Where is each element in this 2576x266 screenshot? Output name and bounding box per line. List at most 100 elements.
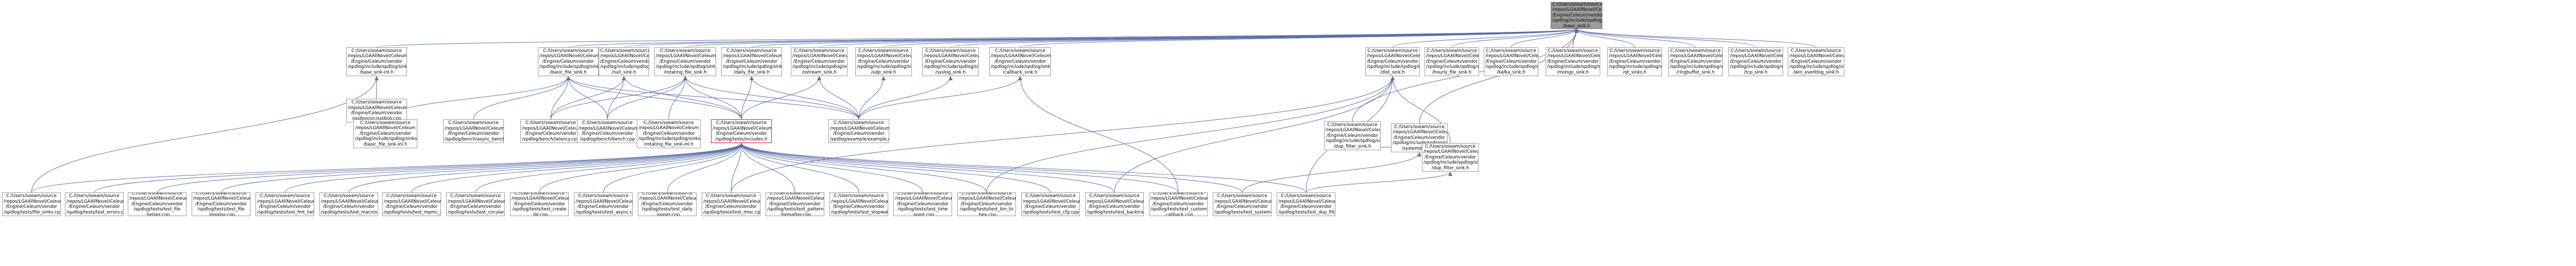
node-label-line: /Engine/Celeum/vendor (131, 201, 183, 207)
node-label-line: /Engine/Celeum/vendor (1547, 59, 1599, 64)
graph-node-qt[interactable]: C:/Users/soeam/source/repos/LGAAllNovel/… (1607, 47, 1662, 76)
graph-node-t-daily-logger[interactable]: C:/Users/soeam/source/repos/LGAAllNovel/… (638, 192, 697, 216)
graph-node-t-create-dir[interactable]: C:/Users/soeam/source/repos/LGAAllNovel/… (510, 192, 569, 216)
graph-node-t-async[interactable]: C:/Users/soeam/source/repos/LGAAllNovel/… (574, 192, 633, 216)
graph-node-syslog[interactable]: C:/Users/soeam/source/repos/LGAAllNovel/… (922, 47, 979, 76)
node-label-line: /spdlog/example/example.cpp (830, 136, 889, 142)
graph-node-t-circular[interactable]: C:/Users/soeam/source/repos/LGAAllNovel/… (446, 192, 505, 216)
edge-includes-to-ansicolor (566, 76, 742, 120)
node-label-line: /spdlog/include/spdlog/sinks (1730, 64, 1783, 70)
graph-node-t-file-logging[interactable]: C:/Users/soeam/source/repos/LGAAllNovel/… (192, 192, 250, 216)
node-label-line: /spdlog/include/spdlog/sinks (1326, 138, 1380, 144)
node-label-line: C:/Users/soeam/source (1394, 124, 1445, 130)
node-label-line: /spdlog/include/spdlog/sinks (539, 64, 599, 70)
node-label-line: /repos/LGAAllNovel/Celeum (1214, 199, 1272, 204)
node-label-line: /spdlog/tests/test_file (133, 207, 181, 212)
graph-node-latency[interactable]: C:/Users/soeam/source/repos/LGAAllNovel/… (520, 119, 581, 143)
node-label-line: /repos/LGAAllNovel/Celeum (1609, 54, 1662, 59)
node-label-line: C:/Users/soeam/source (1486, 48, 1536, 54)
node-label-line: /systemd_sink.h (1401, 146, 1437, 151)
graph-node-t-mpmc[interactable]: C:/Users/soeam/source/repos/LGAAllNovel/… (382, 192, 441, 216)
graph-node-t-cfg[interactable]: C:/Users/soeam/source/repos/LGAAllNovel/… (1021, 192, 1080, 216)
edge-hourly-to-root (1451, 28, 1579, 48)
graph-node-bench[interactable]: C:/Users/soeam/source/repos/LGAAllNovel/… (577, 119, 638, 143)
node-label-line: /Engine/Celeum/vendor (6, 204, 57, 209)
graph-node-t-dup-filter[interactable]: C:/Users/soeam/source/repos/LGAAllNovel/… (1277, 192, 1335, 216)
node-label-line: /tcp_sink.h (1744, 69, 1768, 75)
graph-node-t-bin-to-hex[interactable]: C:/Users/soeam/source/repos/LGAAllNovel/… (957, 192, 1016, 216)
graph-node-hourly[interactable]: C:/Users/soeam/source/repos/LGAAllNovel/… (1425, 47, 1479, 76)
graph-node-ansicolor[interactable]: C:/Users/soeam/source/repos/LGAAllNovel/… (538, 47, 599, 76)
node-label-line: /repos/LGAAllNovel/Celeum (830, 126, 889, 131)
edge-t_macros-to-includes (348, 143, 743, 193)
graph-node-t-systemd[interactable]: C:/Users/soeam/source/repos/LGAAllNovel/… (1213, 192, 1272, 216)
edge-kafka-to-root (1511, 28, 1579, 48)
edge-example-to-ostream (817, 76, 859, 120)
node-label-line: /repos/LGAAllNovel/Celeum (539, 54, 599, 59)
graph-node-t-pattern[interactable]: C:/Users/soeam/source/repos/LGAAllNovel/… (766, 192, 824, 216)
graph-node-ostream[interactable]: C:/Users/soeam/source/repos/LGAAllNovel/… (791, 47, 848, 76)
node-label-line: C:/Users/soeam/source (196, 192, 246, 196)
graph-node-t-misc[interactable]: C:/Users/soeam/source/repos/LGAAllNovel/… (702, 192, 760, 216)
node-label-line: /Engine/Celeum/vendor (1025, 204, 1076, 209)
node-label-line: /Engine/Celeum/vendor (641, 201, 693, 207)
graph-node-base-sink-inl[interactable]: C:/Users/soeam/source/repos/LGAAllNovel/… (346, 47, 407, 76)
graph-node-win-eventlog[interactable]: C:/Users/soeam/source/repos/LGAAllNovel/… (1788, 47, 1844, 76)
graph-node-rotating[interactable]: C:/Users/soeam/source/repos/LGAAllNovel/… (654, 47, 716, 76)
node-label-line: /Engine/Celeum/vendor (448, 131, 499, 136)
graph-node-ringbuffer[interactable]: C:/Users/soeam/source/repos/LGAAllNovel/… (1668, 47, 1723, 76)
node-label-line: C:/Users/soeam/source (961, 192, 1012, 196)
node-label-line: /Engine/Celeum/vendor (543, 59, 594, 64)
graph-node-t-stopwatch[interactable]: C:/Users/soeam/source/repos/LGAAllNovel/… (829, 192, 888, 216)
graph-node-async-bench[interactable]: C:/Users/soeam/source/repos/LGAAllNovel/… (443, 119, 504, 143)
node-label-line: /spdlog/include/spdlog/sinks (656, 64, 716, 70)
node-label-line: C:/Users/soeam/source (1731, 48, 1781, 54)
graph-node-kafka[interactable]: C:/Users/soeam/source/repos/LGAAllNovel/… (1484, 47, 1538, 76)
graph-node-daily[interactable]: C:/Users/soeam/source/repos/LGAAllNovel/… (721, 47, 782, 76)
graph-node-basic-file-sink-inl[interactable]: C:/Users/soeam/source/repos/LGAAllNovel/… (353, 119, 417, 148)
graph-node-dup-filter[interactable]: C:/Users/soeam/source/repos/LGAAllNovel/… (1324, 121, 1381, 150)
node-label-line: C:/Users/soeam/source (1427, 48, 1477, 54)
node-label-line: _logging.cpp (207, 212, 235, 216)
node-label-line: /udp_sink.h (871, 69, 896, 75)
edge-dup_filter_sink-to-dist_sink (1391, 76, 1451, 144)
graph-node-t-macros[interactable]: C:/Users/soeam/source/repos/LGAAllNovel/… (319, 192, 378, 216)
node-label-line: /repos/LGAAllNovel/Celeum (1023, 199, 1080, 204)
node-label-line: C:/Users/soeam/source (1025, 193, 1076, 199)
node-label-line: /spdlog/tests/test_time (897, 207, 948, 212)
node-label-line: /ostream_sink.h (802, 69, 837, 75)
edge-rotating_inl-to-rotating (668, 76, 687, 120)
node-label-line: /Engine/Celeum/vendor (643, 131, 694, 136)
node-label-line: C:/Users/soeam/source (1153, 192, 1204, 196)
graph-node-includes[interactable]: C:/Users/soeam/source/repos/LGAAllNovel/… (711, 119, 772, 143)
node-label-line: C:/Users/soeam/source (858, 48, 909, 54)
edge-dist_sink-to-root (1392, 28, 1579, 48)
graph-node-callback[interactable]: C:/Users/soeam/source/repos/LGAAllNovel/… (989, 47, 1051, 76)
node-label-line: /repos/LGAAllNovel/Celeum (348, 54, 407, 59)
graph-node-example[interactable]: C:/Users/soeam/source/repos/LGAAllNovel/… (828, 119, 889, 143)
node-label-line: C:/Users/soeam/source (351, 100, 402, 105)
node-label-line: /repos/LGAAllNovel/Celeum (348, 105, 407, 111)
graph-node-tcp[interactable]: C:/Users/soeam/source/repos/LGAAllNovel/… (1728, 47, 1783, 76)
graph-node-spdlog-cpp[interactable]: C:/Users/soeam/source/repos/LGAAllNovel/… (346, 99, 407, 122)
graph-node-t-file-helper[interactable]: C:/Users/soeam/source/repos/LGAAllNovel/… (128, 192, 187, 216)
graph-node-mongo[interactable]: C:/Users/soeam/source/repos/LGAAllNovel/… (1546, 47, 1600, 76)
graph-node-dist[interactable]: C:/Users/soeam/source/repos/LGAAllNovel/… (599, 47, 649, 76)
node-label-line: C:/Users/soeam/source (69, 193, 120, 199)
node-label-line: /spdlog/tests/test_daily (641, 207, 693, 212)
edge-daily-to-root (751, 28, 1579, 48)
graph-node-t-time-point[interactable]: C:/Users/soeam/source/repos/LGAAllNovel/… (893, 192, 952, 216)
node-label-line: /repos/LGAAllNovel/Celeum (1326, 128, 1381, 133)
graph-node-t-backtrace[interactable]: C:/Users/soeam/source/repos/LGAAllNovel/… (1085, 192, 1144, 216)
graph-node-dup-filter-sink[interactable]: C:/Users/soeam/source/repos/LGAAllNovel/… (1422, 143, 1479, 172)
graph-node-t-file[interactable]: C:/Users/soeam/source/repos/LGAAllNovel/… (2, 192, 61, 216)
graph-node-dist-sink[interactable]: C:/Users/soeam/source/repos/LGAAllNovel/… (1365, 47, 1420, 76)
node-label-line: /repos/LGAAllNovel/Celeum (1423, 149, 1479, 155)
graph-node-rotating-inl[interactable]: C:/Users/soeam/source/repos/LGAAllNovel/… (637, 119, 701, 148)
graph-node-t-errors[interactable]: C:/Users/soeam/source/repos/LGAAllNovel/… (65, 192, 124, 216)
graph-node-t-fmt-helper[interactable]: C:/Users/soeam/source/repos/LGAAllNovel/… (256, 192, 314, 216)
edge-t_file-to-base_sink_inl (31, 76, 379, 193)
graph-node-t-custom-callback[interactable]: C:/Users/soeam/source/repos/LGAAllNovel/… (1149, 192, 1208, 216)
graph-node-udp[interactable]: C:/Users/soeam/source/repos/LGAAllNovel/… (855, 47, 912, 76)
graph-node-systemd[interactable]: C:/Users/soeam/source/repos/LGAAllNovel/… (1391, 123, 1448, 152)
